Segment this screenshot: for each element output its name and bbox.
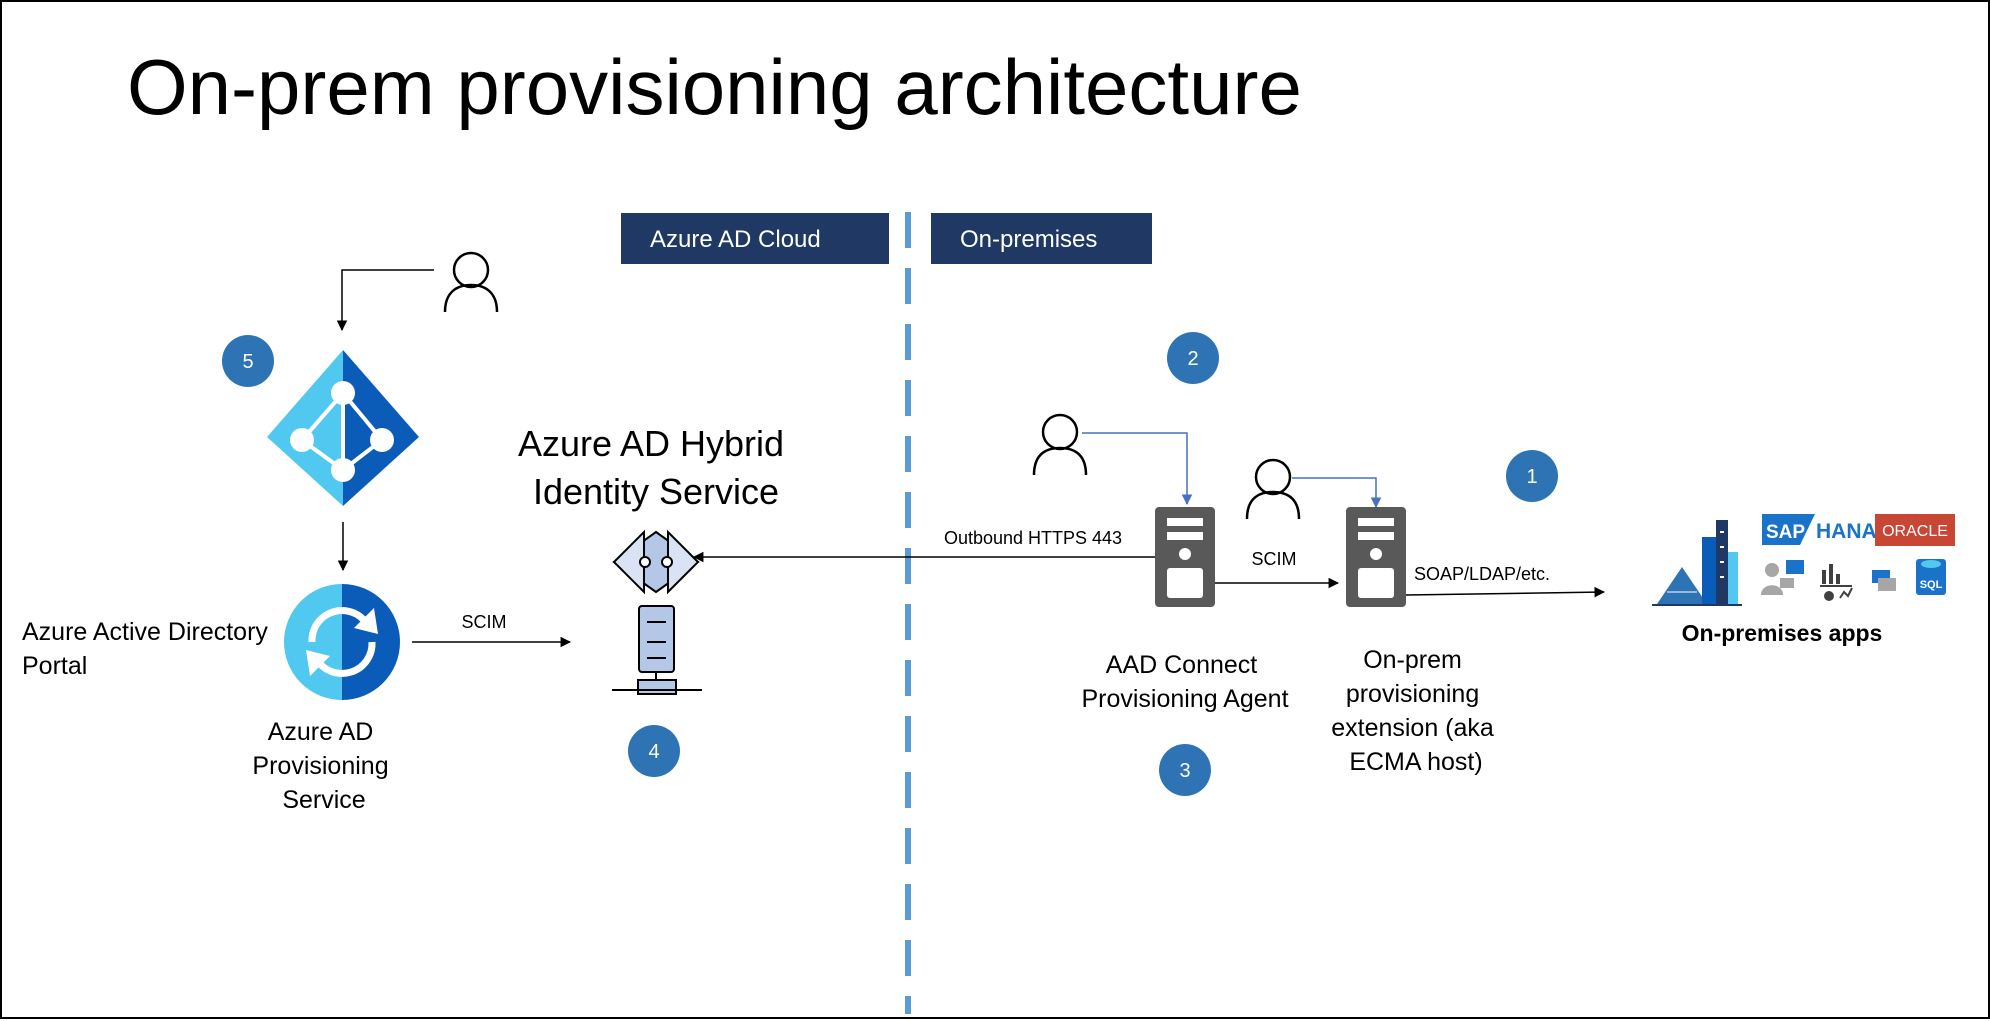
admin-to-portal-connector [336,269,434,332]
server-icon [1346,507,1406,607]
step-badge: 2 [1167,332,1219,384]
hana-logo: HANA [1816,520,1877,543]
sync-icon [284,584,400,700]
hybrid-service-label: Azure AD Hybrid Identity Service [518,423,794,512]
step-badge: 3 [1159,744,1211,796]
sap-logo-icon: SAP [1762,514,1815,545]
people-chat-icon [1761,560,1804,595]
svg-text:2: 2 [1187,348,1198,370]
svg-text:3: 3 [1179,760,1190,782]
provisioning-service-label: Azure AD Provisioning Service [252,718,395,814]
onprem-apps-label: On-premises apps [1682,620,1883,646]
page-title: On-prem provisioning architecture [127,43,1302,131]
onprem-zone-header: On-premises [931,213,1152,264]
sql-database-icon: SQL [1916,559,1946,595]
portal-label: Azure Active Directory Portal [22,618,275,680]
soap-ldap-label: SOAP/LDAP/etc. [1414,564,1550,584]
oracle-logo-icon: ORACLE [1875,514,1955,546]
building-icon [1652,520,1742,606]
user-icon [1032,413,1088,476]
scim-agent-label: SCIM [1252,549,1297,569]
hybrid-server-icon [612,529,702,695]
outbound-https-label: Outbound HTTPS 443 [944,528,1122,548]
azure-ad-diamond-icon [267,350,419,506]
step-badge: 5 [222,335,274,387]
scim-label: SCIM [462,612,507,632]
connect-agent-label: AAD Connect Provisioning Agent [1081,651,1288,713]
svg-text:4: 4 [648,741,659,763]
ecma-host-label: On-prem provisioning extension (aka ECMA… [1331,646,1501,776]
onprem-apps-cluster: SAP HANA ORACLE SQL [1652,514,1955,646]
analytics-icon [1820,564,1853,601]
cloud-zone-label: Azure AD Cloud [650,226,821,253]
svg-text:SQL: SQL [1920,579,1943,591]
cloud-zone-header: Azure AD Cloud [621,213,889,264]
user-icon [443,251,499,313]
server-icon [1155,507,1215,607]
step-badge: 4 [628,725,680,777]
svg-text:1: 1 [1526,466,1537,488]
onprem-zone-label: On-premises [960,226,1097,253]
stack-icon [1872,570,1896,591]
step-badge: 1 [1506,450,1558,502]
user-to-ecma-connector [1292,477,1382,509]
svg-text:ORACLE: ORACLE [1882,523,1948,540]
user-icon [1245,458,1301,520]
svg-text:5: 5 [242,351,253,373]
svg-text:SAP: SAP [1766,522,1805,543]
user-to-agent-connector [1082,432,1193,506]
ecma-to-apps-connector [1405,586,1606,598]
